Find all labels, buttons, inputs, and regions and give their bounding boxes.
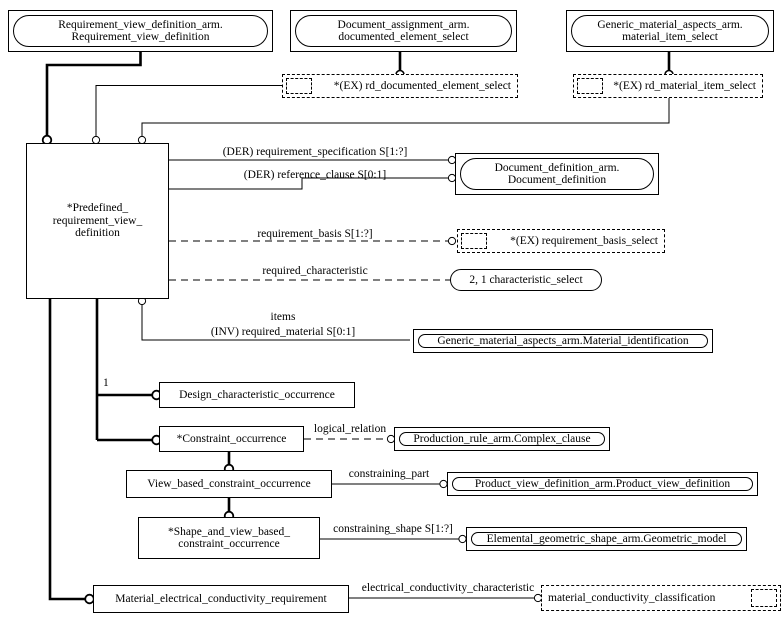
wire-rd-documented (95, 85, 282, 139)
node-label-complex_clause: Production_rule_arm.Complex_clause (413, 432, 591, 445)
node-label-geometric_model: Elemental_geometric_shape_arm.Geometric_… (486, 532, 727, 545)
node-shape_and_view_based_constraint_occurrence[interactable]: *Shape_and_view_based_ constraint_occurr… (138, 517, 320, 559)
port-requirement-basis-select (447, 236, 457, 246)
edge-label-items: items (270, 311, 296, 323)
edge-label-requirement_specification: (DER) requirement_specification S[1:?] (222, 146, 408, 158)
node-label-predefined_requirement_view_definition: *Predefined_ requirement_view_ definitio… (52, 202, 143, 240)
node-label-material_identification: Generic_material_aspects_arm.Material_id… (437, 334, 689, 347)
node-label-material_conductivity_classification: material_conductivity_classification (548, 591, 716, 604)
node-inner-complex_clause: Production_rule_arm.Complex_clause (399, 432, 605, 446)
node-label-rd_material_item_select: *(EX) rd_material_item_select (613, 79, 756, 92)
edge-label-constraining_shape: constraining_shape S[1:?] (333, 523, 453, 535)
node-material_conductivity_classification[interactable]: material_conductivity_classification (541, 585, 781, 611)
node-product_view_definition[interactable]: Product_view_definition_arm.Product_view… (447, 472, 758, 496)
node-material_identification[interactable]: Generic_material_aspects_arm.Material_id… (413, 329, 713, 353)
node-inner-document_definition: Document_definition_arm. Document_defini… (460, 158, 654, 190)
node-label-material_electrical_conductivity_requirement: Material_electrical_conductivity_require… (115, 592, 327, 605)
node-design_characteristic_occurrence[interactable]: Design_characteristic_occurrence (159, 382, 355, 408)
node-label-rd_documented_element_select: *(EX) rd_documented_element_select (333, 79, 511, 92)
node-material_item_select[interactable]: Generic_material_aspects_arm. material_i… (566, 10, 774, 52)
node-label-requirement_basis_select: *(EX) requirement_basis_select (510, 234, 658, 247)
node-documented_element_select[interactable]: Document_assignment_arm. documented_elem… (290, 10, 517, 52)
node-inner-material_identification: Generic_material_aspects_arm.Material_id… (418, 334, 708, 348)
node-label-view_based_constraint_occurrence: View_based_constraint_occurrence (147, 477, 311, 490)
node-rd_documented_element_select[interactable]: *(EX) rd_documented_element_select (282, 74, 518, 98)
node-inner-product_view_definition: Product_view_definition_arm.Product_view… (452, 477, 753, 491)
edge-label-electrical_conductivity_characteristic: electrical_conductivity_characteristic (361, 582, 535, 594)
node-label-documented_element_select: Document_assignment_arm. documented_elem… (337, 18, 470, 43)
edge-label-cardinality_one: 1 (103, 377, 109, 389)
wire-rd-material (141, 98, 670, 139)
node-constraint_occurrence[interactable]: *Constraint_occurrence (159, 426, 304, 452)
node-partition-requirement_basis_select (461, 233, 487, 249)
node-complex_clause[interactable]: Production_rule_arm.Complex_clause (394, 427, 610, 451)
node-inner-documented_element_select: Document_assignment_arm. documented_elem… (295, 15, 512, 47)
node-partition-rd_material_item_select (577, 78, 603, 94)
node-inner-geometric_model: Elemental_geometric_shape_arm.Geometric_… (471, 532, 742, 546)
node-characteristic_select[interactable]: 2, 1 characteristic_select (450, 269, 602, 291)
edge-label-reference_clause: (DER) reference_clause S[0:1] (243, 169, 387, 181)
edge-label-constraining_part: constraining_part (348, 468, 430, 480)
node-geometric_model[interactable]: Elemental_geometric_shape_arm.Geometric_… (466, 527, 747, 551)
node-label-material_item_select: Generic_material_aspects_arm. material_i… (597, 18, 743, 43)
wire-subtype-trunk-left (48, 299, 87, 601)
edge-label-required_material: (INV) required_material S[0:1] (210, 326, 356, 338)
node-document_definition[interactable]: Document_definition_arm. Document_defini… (455, 153, 659, 195)
node-label-product_view_definition: Product_view_definition_arm.Product_view… (474, 477, 731, 490)
node-rd_material_item_select[interactable]: *(EX) rd_material_item_select (573, 74, 763, 98)
node-requirement_view_definition[interactable]: Requirement_view_definition_arm. Require… (8, 10, 273, 52)
wire-supertype-rvd (45, 52, 142, 139)
edge-label-required_characteristic: required_characteristic (262, 265, 368, 277)
node-label-design_characteristic_occurrence: Design_characteristic_occurrence (179, 388, 335, 401)
node-partition-rd_documented_element_select (286, 78, 312, 94)
node-predefined_requirement_view_definition[interactable]: *Predefined_ requirement_view_ definitio… (26, 143, 169, 299)
node-requirement_basis_select[interactable]: *(EX) requirement_basis_select (457, 229, 665, 253)
node-material_electrical_conductivity_requirement[interactable]: Material_electrical_conductivity_require… (93, 585, 349, 613)
node-label-document_definition: Document_definition_arm. Document_defini… (494, 161, 620, 186)
node-label-shape_and_view_based_constraint_occurrence: *Shape_and_view_based_ constraint_occurr… (168, 525, 290, 550)
node-label-characteristic_select: 2, 1 characteristic_select (469, 273, 583, 286)
node-label-constraint_occurrence: *Constraint_occurrence (176, 432, 287, 445)
node-inner-requirement_view_definition: Requirement_view_definition_arm. Require… (13, 15, 268, 47)
node-label-requirement_view_definition: Requirement_view_definition_arm. Require… (58, 18, 223, 43)
edge-label-requirement_basis: requirement_basis S[1:?] (257, 228, 373, 240)
node-inner-material_item_select: Generic_material_aspects_arm. material_i… (571, 15, 769, 47)
node-partition-material_conductivity_classification (751, 589, 777, 607)
edge-label-logical_relation: logical_relation (313, 423, 387, 435)
node-view_based_constraint_occurrence[interactable]: View_based_constraint_occurrence (126, 470, 332, 498)
